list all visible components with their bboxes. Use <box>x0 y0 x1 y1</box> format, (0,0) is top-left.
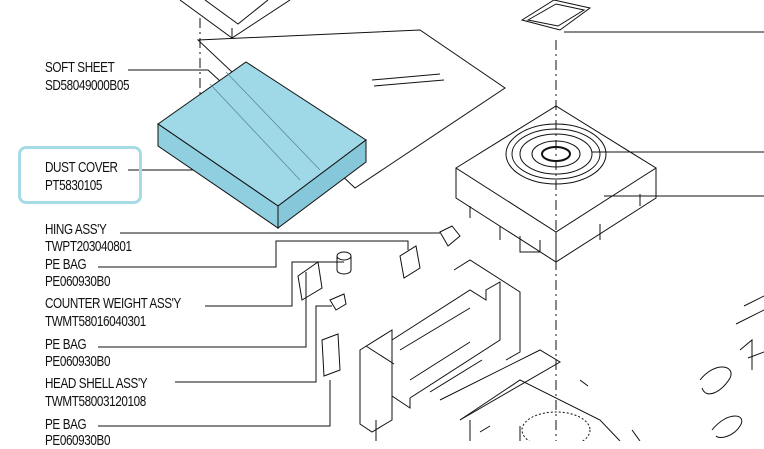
soft-sheet-glare <box>371 73 445 87</box>
pe-bag-1-code: PE060930B0 <box>45 273 111 290</box>
head-shell-name: HEAD SHELL ASS'Y <box>45 375 148 392</box>
base-unit <box>459 379 621 442</box>
leader-pe-bag-2 <box>98 272 307 348</box>
head-shell <box>329 293 347 311</box>
leader-pe-bag-3 <box>98 380 331 427</box>
pe-bag-1-name: PE BAG <box>45 256 87 273</box>
top-box-edge-inner <box>204 0 269 25</box>
hinge-name: HING ASS'Y <box>45 221 107 238</box>
hinge-code: TWPT203040801 <box>45 238 132 255</box>
base-plate <box>439 349 561 421</box>
foam-end-block <box>359 329 393 433</box>
dust-cover-highlight-box <box>18 146 142 204</box>
pe-bag-2-code: PE060930B0 <box>45 353 111 370</box>
head-shell-code: TWMT58003120108 <box>45 393 146 410</box>
top-box-edge <box>179 0 291 39</box>
pe-bag-2-name: PE BAG <box>45 336 87 353</box>
pe-bag-3-name: PE BAG <box>45 416 87 433</box>
leader-counter-weight <box>205 261 344 307</box>
pe-bag-1-shape <box>399 245 421 279</box>
chassis-feet <box>469 194 641 253</box>
dust-cover-side <box>277 139 367 229</box>
pe-bag-3-shape <box>321 333 341 377</box>
leader-head-shell <box>175 305 332 383</box>
soft-sheet-name: SOFT SHEET <box>45 59 115 76</box>
dust-cover-name: DUST COVER <box>45 159 118 176</box>
cable-1 <box>699 366 732 395</box>
hinge-part <box>439 225 461 247</box>
small-card <box>520 0 592 31</box>
leader-pe-bag-1 <box>98 240 409 268</box>
counter-weight-body <box>336 256 352 275</box>
rca-plug <box>739 338 764 370</box>
soft-sheet-code: SD58049000B05 <box>45 77 130 94</box>
counter-weight <box>336 251 352 261</box>
cable-2 <box>711 415 743 439</box>
foam-packing <box>391 281 501 399</box>
dust-cover-code: PT5830105 <box>45 177 103 194</box>
platter-ring-outer <box>505 123 607 185</box>
counter-weight-code: TWMT58016040301 <box>45 313 146 330</box>
counter-weight-name: COUNTER WEIGHT ASS'Y <box>45 295 181 312</box>
pe-bag-2-shape <box>297 261 323 301</box>
